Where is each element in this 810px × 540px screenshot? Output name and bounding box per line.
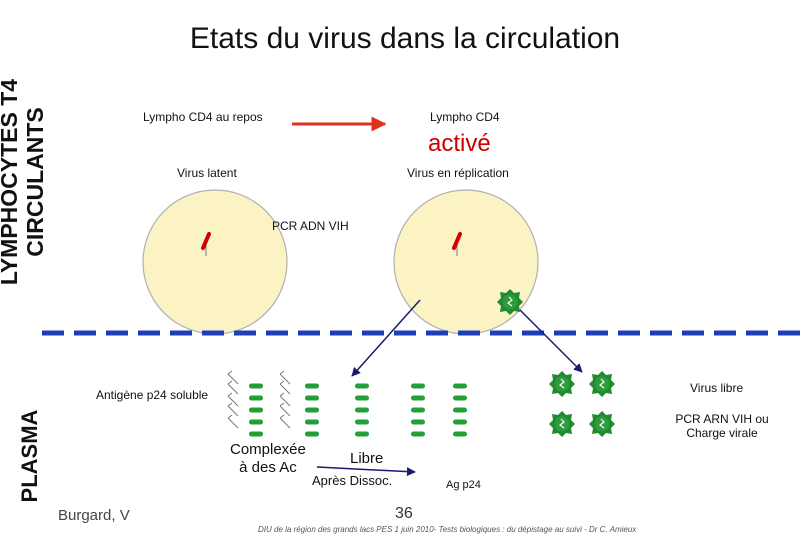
p24-capsule-icon — [305, 395, 319, 401]
p24-capsule-icon — [453, 431, 467, 437]
p24-capsule-icon — [453, 395, 467, 401]
p24-dissociated-group — [411, 383, 467, 437]
label-antigen-p24: Antigène p24 soluble — [96, 388, 209, 402]
label-pcr-adn: PCR ADN VIH — [272, 219, 349, 233]
label-lympho-rest: Lympho CD4 au repos — [143, 110, 263, 124]
p24-capsule-icon — [305, 407, 319, 413]
p24-capsule-icon — [355, 419, 369, 425]
p24-capsule-icon — [411, 383, 425, 389]
page-number: 36 — [395, 505, 413, 522]
activated-cd4-cell — [393, 189, 539, 335]
p24-capsule-icon — [355, 431, 369, 437]
release-arrow-left — [351, 299, 421, 377]
label-libre: Libre — [350, 450, 384, 467]
virus-particle-icon — [496, 288, 524, 316]
p24-capsule-icon — [305, 431, 319, 437]
p24-capsule-icon — [453, 383, 467, 389]
label-complexee: Complexée à des Ac — [230, 441, 306, 477]
p24-capsule-icon — [249, 431, 263, 437]
p24-capsule-icon — [411, 395, 425, 401]
p24-capsule-icon — [453, 419, 467, 425]
footer-citation: DIU de la région des grands lacs PES 1 j… — [258, 525, 637, 534]
p24-capsule-icon — [249, 395, 263, 401]
p24-capsule-icon — [453, 407, 467, 413]
label-pcr-arn-line1: PCR ARN VIH ou — [675, 412, 769, 426]
p24-capsule-icon — [249, 419, 263, 425]
virus-particle-icon — [548, 410, 576, 438]
p24-capsule-icon — [411, 419, 425, 425]
resting-cd4-cell — [142, 189, 288, 335]
label-virus-replication: Virus en réplication — [407, 166, 509, 180]
label-pcr-arn: PCR ARN VIH ou Charge virale — [672, 412, 772, 440]
p24-capsule-icon — [411, 407, 425, 413]
p24-capsule-icon — [355, 395, 369, 401]
side-label-plasma: PLASMA — [17, 409, 42, 503]
p24-capsule-icon — [305, 383, 319, 389]
virus-particle-icon — [548, 370, 576, 398]
label-ag-p24: Ag p24 — [446, 479, 481, 491]
label-active: activé — [428, 130, 491, 157]
p24-capsule-icon — [411, 431, 425, 437]
label-complexee-line2: à des Ac — [239, 459, 297, 476]
p24-capsule-icon — [355, 383, 369, 389]
p24-capsule-icon — [249, 407, 263, 413]
p24-capsule-icon — [249, 383, 263, 389]
virus-particle-icon — [588, 410, 616, 438]
label-apres-dissoc: Après Dissoc. — [312, 473, 393, 488]
p24-capsule-icon — [355, 407, 369, 413]
p24-capsule-icon — [305, 419, 319, 425]
p24-free-group — [355, 383, 369, 437]
p24-antibody-complex-group-1 — [227, 370, 263, 437]
label-virus-libre: Virus libre — [690, 381, 744, 395]
side-label-line1: LYMPHOCYTES T4 — [0, 78, 22, 286]
release-arrow-right — [519, 309, 583, 373]
label-virus-latent: Virus latent — [177, 166, 237, 180]
author-label: Burgard, V — [58, 507, 130, 524]
side-label-lymphocytes: LYMPHOCYTES T4 CIRCULANTS — [0, 62, 52, 302]
label-pcr-arn-line2: Charge virale — [686, 426, 758, 440]
label-lympho-active: Lympho CD4 — [430, 110, 500, 124]
dissociation-arrow — [316, 466, 416, 477]
page-title: Etats du virus dans la circulation — [189, 22, 621, 55]
virus-particle-icon — [588, 370, 616, 398]
side-label-line2: CIRCULANTS — [22, 107, 48, 257]
label-complexee-line1: Complexée — [230, 441, 306, 458]
p24-antibody-complex-group-2 — [279, 370, 319, 437]
